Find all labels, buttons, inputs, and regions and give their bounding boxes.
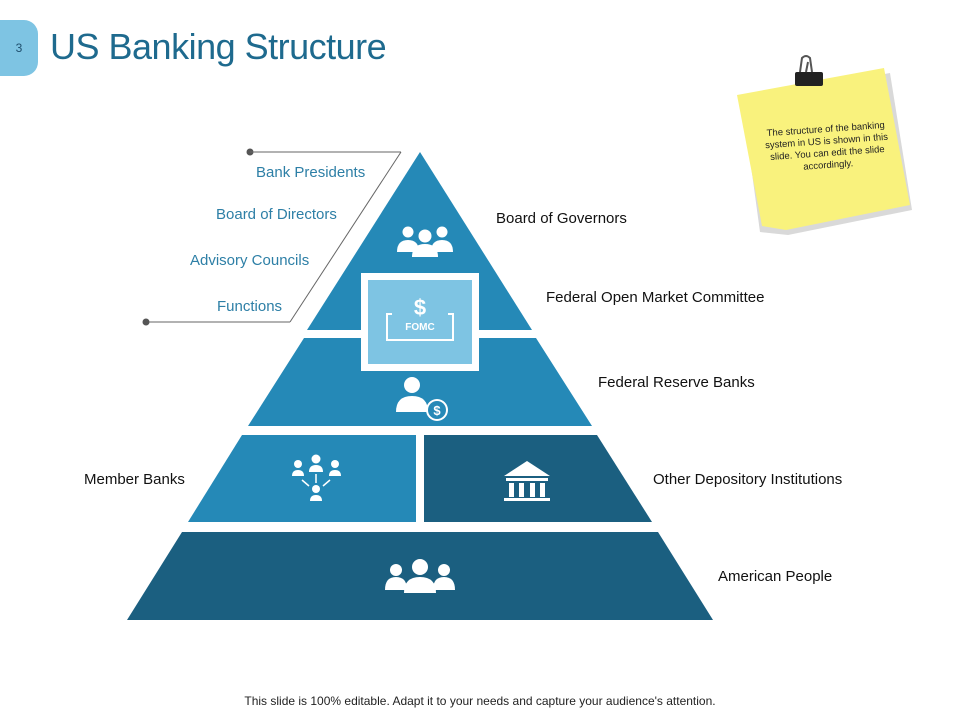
network-icon (292, 454, 341, 501)
side-item-functions: Functions (217, 298, 283, 315)
tier-member-banks (188, 435, 416, 522)
page-title: US Banking Structure (50, 26, 387, 67)
sticky-note-text: The structure of the banking system in U… (764, 119, 889, 173)
fomc-box-inner (368, 280, 472, 364)
label-member-banks: Member Banks (84, 471, 185, 488)
label-other-depository-institutions: Other Depository Institutions (653, 471, 843, 488)
side-item-board-of-directors: Board of Directors (216, 206, 337, 223)
side-item-bank-presidents: Bank Presidents (256, 164, 366, 181)
paper-clip-icon (795, 55, 823, 86)
label-fomc: Federal Open Market Committee (546, 289, 765, 306)
sticky-note (737, 55, 912, 235)
slide-number: 3 (0, 20, 38, 76)
fomc-dollar-icon: $ (414, 295, 426, 320)
tier-federal-reserve-banks (248, 338, 592, 426)
banker-icon: $ (396, 377, 448, 421)
footer-note: This slide is 100% editable. Adapt it to… (244, 694, 716, 708)
tier-american-people (127, 532, 713, 620)
people-group-icon (397, 226, 453, 257)
label-american-people: American People (718, 568, 833, 585)
label-federal-reserve-banks: Federal Reserve Banks (598, 374, 755, 391)
fomc-label: FOMC (405, 322, 434, 333)
bank-building-icon (504, 461, 550, 501)
side-item-advisory-councils: Advisory Councils (190, 252, 310, 269)
svg-text:$: $ (433, 403, 441, 418)
side-list-connector (142, 148, 402, 326)
family-icon (385, 559, 455, 593)
label-board-of-governors: Board of Governors (496, 210, 627, 227)
